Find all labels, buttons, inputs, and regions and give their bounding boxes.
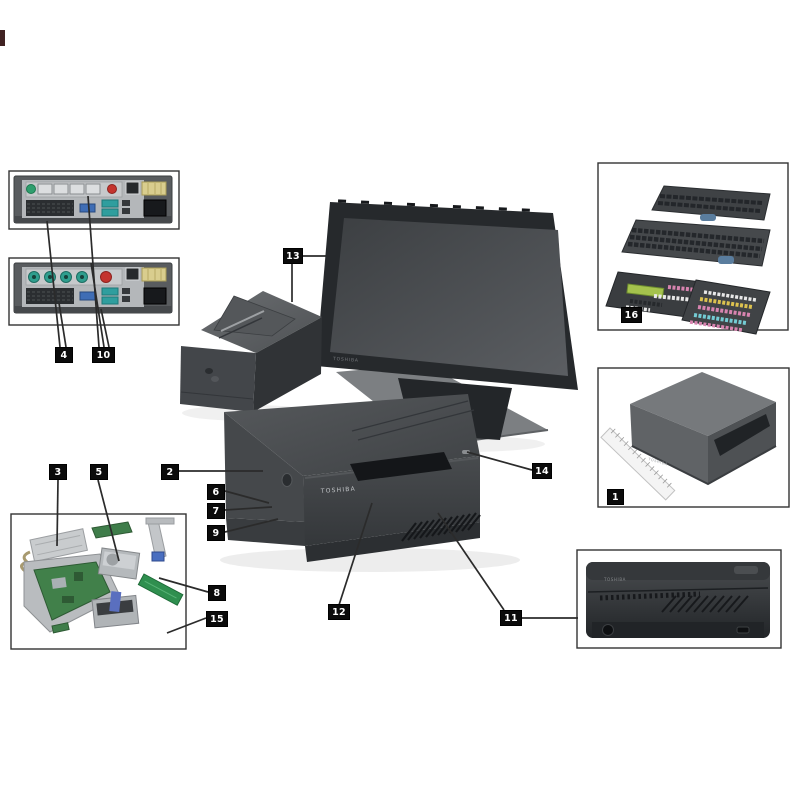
unit-handle-recess bbox=[350, 452, 452, 481]
leader-8 bbox=[158, 577, 209, 593]
unit-side-button bbox=[281, 473, 293, 487]
leader-14 bbox=[466, 451, 533, 471]
leader-6 bbox=[224, 490, 270, 504]
callout-badge-10: 10 bbox=[92, 347, 115, 363]
callout-badge-9: 9 bbox=[207, 525, 225, 541]
keyboard-compact bbox=[651, 185, 771, 221]
leader-3 bbox=[56, 479, 59, 547]
keypad-with-display bbox=[605, 271, 703, 319]
port-ethernet-1 bbox=[125, 181, 140, 195]
hard-drive bbox=[97, 547, 141, 580]
boxed-unit-top bbox=[630, 372, 776, 436]
keyboard-full bbox=[621, 219, 771, 267]
leader-15 bbox=[166, 617, 207, 634]
boxed-unit-left-face bbox=[630, 404, 708, 484]
leader-5 bbox=[97, 479, 120, 562]
port-teal-2b bbox=[101, 296, 119, 305]
controller-body bbox=[586, 562, 770, 638]
leader-lines bbox=[46, 195, 578, 634]
leader-4-a bbox=[46, 220, 61, 348]
port-teal-2a bbox=[101, 287, 119, 296]
callout-badge-13: 13 bbox=[283, 248, 303, 264]
port-yellow-1 bbox=[141, 181, 167, 196]
controller-box: TOSHIBA bbox=[576, 549, 782, 649]
rear-panel-box-top bbox=[8, 170, 180, 230]
controller-top-band bbox=[586, 562, 770, 580]
callout-badge-7: 7 bbox=[207, 503, 225, 519]
callout-badge-16: 16 bbox=[621, 307, 642, 323]
power-inlet-2 bbox=[143, 287, 167, 305]
callout-badge-2: 2 bbox=[161, 464, 179, 480]
keypad-color-keys bbox=[681, 279, 771, 335]
port-red-2 bbox=[100, 271, 112, 283]
monitor-top-notches bbox=[337, 199, 530, 212]
memory-module bbox=[51, 622, 70, 634]
callout-badge-11: 11 bbox=[500, 610, 522, 626]
port-teal-1a bbox=[101, 199, 119, 208]
boxed-unit-handle bbox=[714, 414, 770, 456]
callout-badge-3: 3 bbox=[49, 464, 67, 480]
ruler bbox=[600, 427, 676, 501]
controller-diagonal-vents bbox=[661, 595, 749, 613]
controller-connector bbox=[736, 626, 750, 634]
controller-brand-text: TOSHIBA bbox=[603, 577, 626, 582]
small-pcb bbox=[91, 521, 133, 539]
leader-10-a bbox=[87, 195, 100, 348]
leader-7 bbox=[224, 506, 273, 511]
port-vga-1 bbox=[79, 203, 96, 213]
base-unit-main: TOSHIBA bbox=[224, 394, 481, 562]
riser-connector bbox=[151, 551, 165, 562]
unit-brand-text: TOSHIBA bbox=[320, 486, 357, 496]
rear-panel-box-bottom bbox=[8, 257, 180, 326]
monitor-screen bbox=[330, 218, 568, 376]
callout-badge-5: 5 bbox=[90, 464, 108, 480]
page-edge-artifact bbox=[0, 30, 5, 46]
port-teal-1b bbox=[101, 208, 119, 217]
keypad-lcd bbox=[626, 283, 665, 298]
leader-11-a bbox=[437, 512, 505, 611]
unit-left-base bbox=[226, 518, 305, 546]
monitor-brand-text: TOSHIBA bbox=[332, 356, 359, 364]
controller-round-port bbox=[602, 624, 614, 636]
port-green-1 bbox=[26, 184, 36, 194]
controller-base bbox=[592, 622, 764, 638]
leader-4-b bbox=[58, 302, 67, 348]
printer-feed-button bbox=[205, 368, 213, 374]
port-ethernet-2 bbox=[125, 267, 140, 281]
printer-paper-slot bbox=[220, 310, 265, 332]
port-red-1 bbox=[107, 184, 117, 194]
touchscreen-monitor: TOSHIBA bbox=[316, 199, 578, 390]
callout-badge-4: 4 bbox=[55, 347, 73, 363]
leader-10-b bbox=[90, 262, 105, 348]
printer-right-face bbox=[253, 317, 322, 412]
callout-badge-12: 12 bbox=[328, 604, 350, 620]
callout-badge-6: 6 bbox=[207, 484, 225, 500]
keyboards-box bbox=[597, 162, 789, 335]
port-yellow-2 bbox=[141, 267, 167, 282]
leader-10-c bbox=[100, 308, 110, 348]
leader-9 bbox=[224, 518, 279, 533]
leader-12 bbox=[338, 502, 373, 606]
internal-components-box bbox=[10, 513, 187, 650]
receipt-printer bbox=[180, 291, 322, 412]
callout-badge-8: 8 bbox=[208, 585, 226, 601]
expansion-card bbox=[137, 573, 184, 606]
unit-left-face bbox=[224, 412, 305, 522]
base-unit-box: TOSHIBA bbox=[597, 367, 790, 508]
boxed-unit-brand-text: TOSHIBA bbox=[647, 457, 668, 467]
drive-caddy bbox=[91, 591, 140, 629]
controller-vent-slots bbox=[599, 591, 701, 601]
motherboard bbox=[33, 561, 111, 621]
callout-badge-1: 1 bbox=[607, 489, 624, 505]
callout-badge-14: 14 bbox=[532, 463, 552, 479]
port-vga-2 bbox=[79, 291, 96, 301]
callout-badge-15: 15 bbox=[206, 611, 228, 627]
power-inlet-1 bbox=[143, 199, 167, 217]
